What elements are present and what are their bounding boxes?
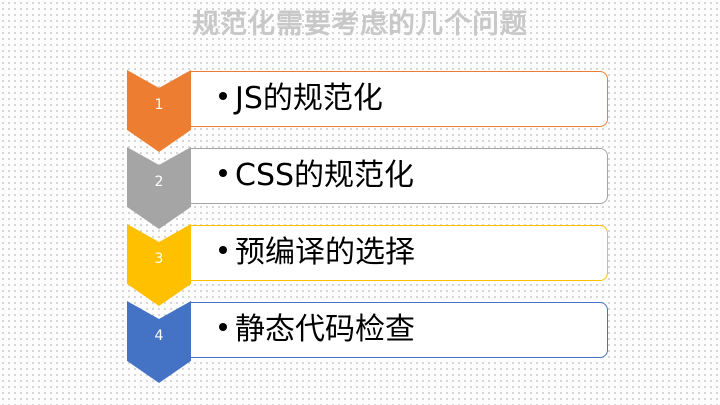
item-label: 静态代码检查 [235, 312, 415, 347]
item-label-row: 预编译的选择 [219, 233, 415, 273]
item-number: 4 [154, 328, 164, 344]
item-label: CSS的规范化 [235, 158, 415, 193]
item-number: 3 [154, 251, 164, 267]
item-label-row: CSS的规范化 [219, 156, 414, 196]
item-label: JS的规范化 [235, 81, 383, 116]
bullet-icon [219, 169, 227, 177]
item-label: 预编译的选择 [235, 235, 415, 270]
item-box [184, 71, 608, 127]
item-box [184, 225, 608, 281]
slide-title: 规范化需要考虑的几个问题 [192, 9, 528, 40]
bullet-icon [219, 246, 227, 254]
list-item-4: 4 静态代码检查 [127, 301, 611, 383]
bullet-icon [219, 323, 227, 331]
item-label-row: 静态代码检查 [219, 310, 415, 350]
item-number: 2 [154, 174, 164, 190]
item-box [184, 302, 608, 358]
item-label-row: JS的规范化 [219, 79, 383, 119]
bullet-icon [219, 92, 227, 100]
list-item-3: 3 预编译的选择 [127, 224, 611, 306]
item-number: 1 [154, 97, 164, 113]
list-item-1: 1 JS的规范化 [127, 70, 611, 152]
item-box [184, 148, 608, 204]
list-item-2: 2 CSS的规范化 [127, 147, 611, 229]
